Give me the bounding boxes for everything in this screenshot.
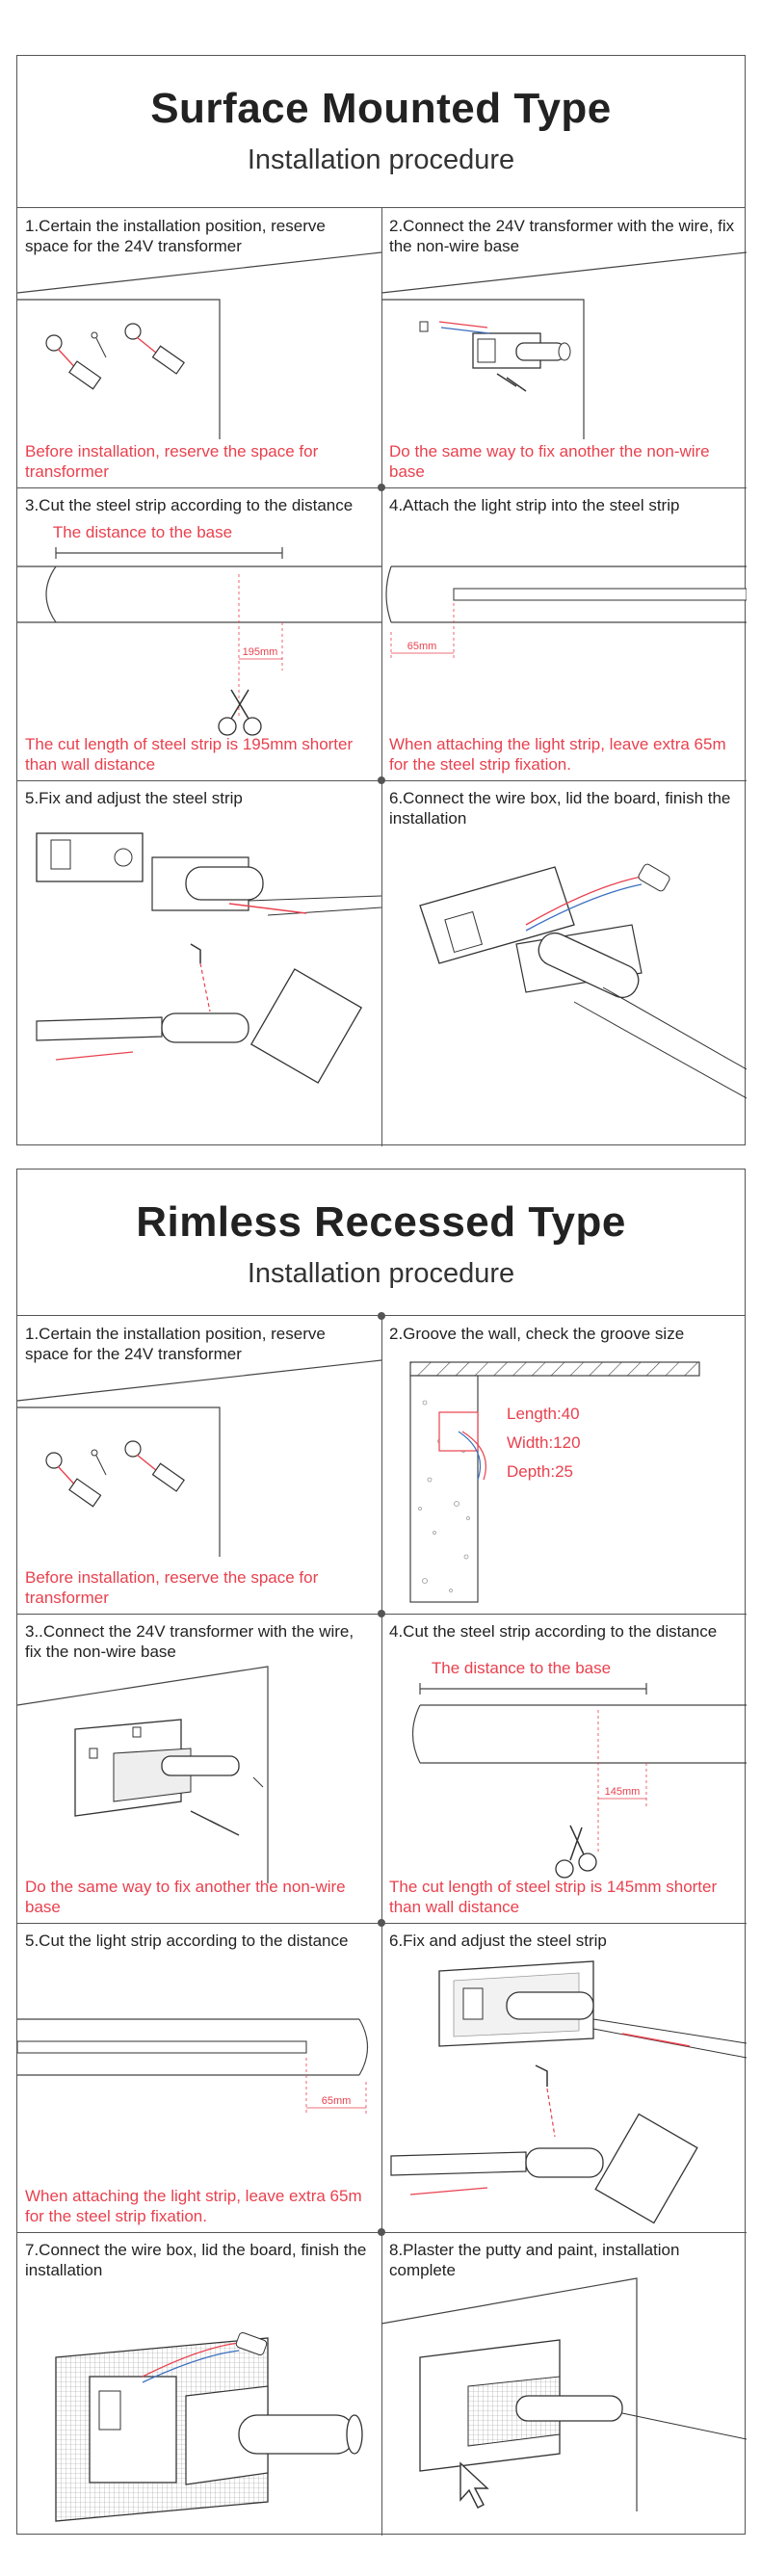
section-subtitle: Installation procedure <box>247 1258 515 1289</box>
step-1-note: Before installation, reserve the space f… <box>25 442 319 481</box>
step-3-panel: The distance to the base 195mm 3.Cut the… <box>17 487 381 780</box>
step-8-panel: 8.Plaster the putty and paint, installat… <box>381 2232 747 2536</box>
step-1-illustration <box>17 251 381 439</box>
step-4-note: When attaching the light strip, leave ex… <box>389 735 726 774</box>
step-4-note: The cut length of steel strip is 145mm s… <box>389 1878 718 1916</box>
step-5-text: 5.Fix and adjust the steel strip <box>25 789 243 807</box>
step-3-illustration <box>17 1666 269 1883</box>
step-4-panel: The distance to the base 145mm 4.Cut the… <box>381 1614 747 1923</box>
step-3-illustration: The distance to the base 195mm <box>17 523 381 736</box>
step-2-panel: Length:40 Width:120 Depth:25 2.Groove th… <box>381 1316 747 1614</box>
distance-label: The distance to the base <box>53 523 232 541</box>
scissors-icon <box>555 1825 597 1879</box>
groove-depth-label: Depth:25 <box>507 1462 573 1481</box>
surface-mounted-sheet: Surface Mounted Type Installation proced… <box>16 55 747 1146</box>
step-1-illustration <box>17 1359 381 1557</box>
step-6-text: 6.Connect the wire box, lid the board, f… <box>389 789 731 828</box>
step-4-illustration: The distance to the base 145mm <box>411 1659 747 1879</box>
section-title: Rimless Recessed Type <box>136 1198 626 1246</box>
groove-width-label: Width:120 <box>507 1433 581 1452</box>
step-6-illustration <box>419 863 747 1099</box>
step-6-text: 6.Fix and adjust the steel strip <box>389 1932 607 1950</box>
step-3-panel: 3..Connect the 24V transformer with the … <box>17 1614 381 1923</box>
step-2-note: Do the same way to fix another the non-w… <box>389 442 710 481</box>
step-7-text: 7.Connect the wire box, lid the board, f… <box>25 2241 367 2279</box>
step-5-panel: 5.Fix and adjust the steel strip <box>17 780 381 1146</box>
step-1-note: Before installation, reserve the space f… <box>25 1568 319 1607</box>
step-5-text: 5.Cut the light strip according to the d… <box>25 1932 349 1950</box>
cursor-icon <box>459 2461 489 2509</box>
step-3-text: 3..Connect the 24V transformer with the … <box>25 1622 354 1661</box>
step-1-panel: 1.Certain the installation position, res… <box>17 1316 381 1614</box>
step-8-text: 8.Plaster the putty and paint, installat… <box>389 2241 680 2279</box>
step-1-panel: 1.Certain the installation position, res… <box>17 208 381 487</box>
step-2-illustration: Length:40 Width:120 Depth:25 <box>409 1361 700 1603</box>
section-subtitle: Installation procedure <box>247 145 515 175</box>
step-2-text: 2.Groove the wall, check the groove size <box>389 1325 685 1343</box>
step-7-panel: 7.Connect the wire box, lid the board, f… <box>17 2232 381 2536</box>
step-3-note: Do the same way to fix another the non-w… <box>25 1878 346 1916</box>
step-7-illustration <box>55 2331 363 2522</box>
dim-label: 65mm <box>407 641 437 652</box>
rimless-recessed-sheet: Rimless Recessed Type Installation proce… <box>16 1169 747 2536</box>
step-4-text: 4.Attach the light strip into the steel … <box>389 496 680 514</box>
step-6-illustration <box>390 1960 747 2224</box>
step-5-panel: 65mm 5.Cut the light strip according to … <box>17 1923 381 2232</box>
section-title: Surface Mounted Type <box>150 85 612 132</box>
step-6-panel: 6.Connect the wire box, lid the board, f… <box>381 780 747 1146</box>
distance-label: The distance to the base <box>432 1659 611 1677</box>
section-header: Surface Mounted Type Installation proced… <box>17 56 745 208</box>
groove-length-label: Length:40 <box>507 1405 580 1423</box>
step-5-illustration <box>36 832 381 1084</box>
step-3-note: The cut length of steel strip is 195mm s… <box>25 735 354 774</box>
step-2-illustration <box>381 251 747 439</box>
section-header: Rimless Recessed Type Installation proce… <box>17 1170 745 1316</box>
step-3-text: 3.Cut the steel strip according to the d… <box>25 496 354 514</box>
step-4-illustration: 65mm <box>385 565 747 661</box>
dim-label: 195mm <box>243 646 278 658</box>
step-4-text: 4.Cut the steel strip according to the d… <box>389 1622 718 1641</box>
step-1-text: 1.Certain the installation position, res… <box>25 1325 326 1363</box>
step-6-panel: 6.Fix and adjust the steel strip <box>381 1923 747 2232</box>
dim-label: 145mm <box>605 1786 641 1798</box>
step-5-note: When attaching the light strip, leave ex… <box>25 2187 362 2225</box>
dim-label: 65mm <box>322 2095 352 2107</box>
scissors-icon <box>218 689 262 736</box>
step-4-panel: 65mm 4.Attach the light strip into the s… <box>381 487 747 780</box>
step-5-illustration: 65mm <box>17 2018 368 2116</box>
step-2-panel: 2.Connect the 24V transformer with the w… <box>381 208 747 487</box>
step-8-illustration <box>381 2277 747 2511</box>
step-1-text: 1.Certain the installation position, res… <box>25 217 326 255</box>
step-2-text: 2.Connect the 24V transformer with the w… <box>389 217 735 255</box>
